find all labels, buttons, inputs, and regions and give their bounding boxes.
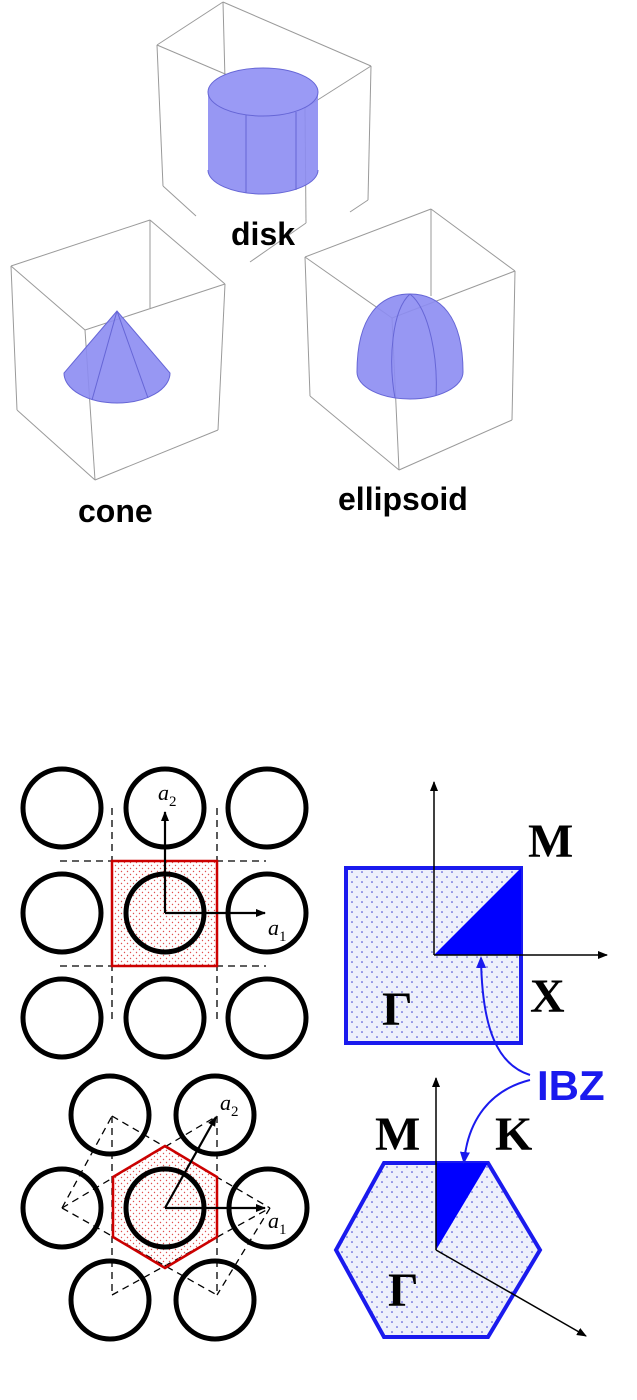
hexagonal-brillouin-zone: M K Γ: [333, 1077, 587, 1339]
ibz-label: IBZ: [537, 1062, 605, 1109]
ibz-annotation: IBZ: [459, 956, 605, 1164]
hexagonal-ibz-triangle: [436, 1163, 488, 1250]
hexagonal-bz-K-label: K: [495, 1108, 532, 1161]
square-brillouin-zone: M X Γ: [344, 781, 608, 1045]
lattice-atom: [20, 766, 104, 850]
disk-shape: disk: [156, 1, 372, 263]
lattice-atom: [20, 871, 104, 955]
square-bz-Gamma-label: Γ: [382, 983, 413, 1036]
ibz-arrow-to-hexagon: [459, 1079, 531, 1164]
cone-label: cone: [78, 493, 153, 529]
hexagonal-a1-label: a1: [268, 1208, 287, 1238]
square-a1-label: a1: [268, 915, 287, 945]
disk-solid: [207, 67, 319, 195]
hexagonal-bz-Gamma-label: Γ: [388, 1264, 419, 1317]
square-bz-M-label: M: [528, 815, 573, 868]
square-lattice: a1 a2: [20, 766, 309, 1060]
lattice-atom: [173, 1258, 257, 1342]
cone-shape: cone: [10, 219, 226, 529]
ellipsoid-solid: [356, 293, 464, 400]
ibz-arrow-to-square: [476, 956, 531, 1076]
square-ibz-triangle: [434, 868, 521, 955]
lattice-atom: [68, 1258, 152, 1342]
cone-solid: [63, 310, 171, 404]
hexagonal-a2-label: a2: [220, 1090, 239, 1120]
hexagonal-bz-M-label: M: [375, 1108, 420, 1161]
ellipsoid-shape: ellipsoid: [304, 208, 516, 517]
lattice-atom: [68, 1073, 152, 1157]
disk-label: disk: [231, 216, 295, 252]
lattice-atom: [225, 766, 309, 850]
lattice-atom: [225, 976, 309, 1060]
square-bz-X-label: X: [530, 970, 565, 1023]
lattice-atom: [20, 976, 104, 1060]
ellipsoid-label: ellipsoid: [338, 481, 468, 517]
lattice-atom: [123, 976, 207, 1060]
lattice-atom: [20, 1166, 104, 1250]
hexagonal-lattice: a1 a2: [20, 1073, 310, 1342]
hexagonal-a2-vector: [164, 1116, 217, 1209]
hexagonal-bz-k-axis: [435, 1249, 587, 1337]
square-a2-label: a2: [158, 780, 177, 810]
lattice-atom: [173, 1073, 257, 1157]
